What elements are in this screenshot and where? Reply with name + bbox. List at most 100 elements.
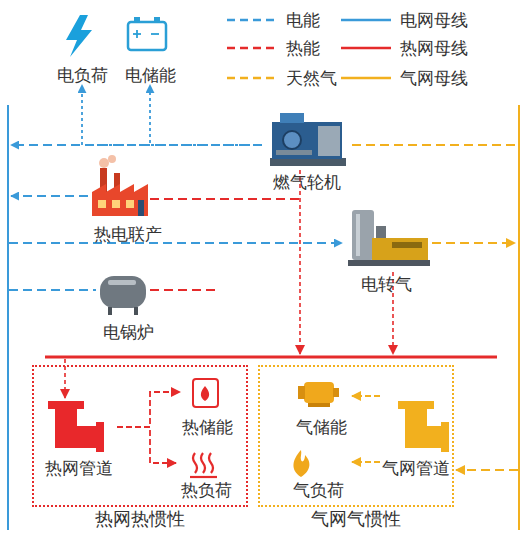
gas-storage-icon xyxy=(298,382,339,407)
pipe xyxy=(55,426,97,448)
battery-terminal xyxy=(154,17,160,22)
flame-icon xyxy=(293,450,309,477)
turbine-top xyxy=(280,113,304,123)
heat-storage-icon xyxy=(193,379,218,407)
legend-swatch xyxy=(226,37,278,59)
legend-item: 气网母线 xyxy=(340,67,468,89)
boiler-tank xyxy=(100,276,146,308)
machine-detail xyxy=(392,242,422,248)
pipe-flange xyxy=(48,401,84,409)
power-flow xyxy=(9,242,342,244)
legend: 电能 电网母线热能 热网母线天然气 气网母线 xyxy=(0,0,525,100)
smoke xyxy=(99,158,109,168)
gas-flow xyxy=(456,469,518,471)
storage-end xyxy=(298,386,305,399)
heat-pipe-icon xyxy=(48,401,104,452)
legend-line xyxy=(227,47,277,50)
column xyxy=(376,226,386,240)
legend-swatch xyxy=(226,67,278,89)
storage-base xyxy=(308,403,330,407)
battery-terminal xyxy=(134,17,140,22)
group-caption: 热网热惯性 xyxy=(34,508,246,530)
turbine-body xyxy=(272,122,342,159)
load-node: 电负荷 xyxy=(52,10,112,85)
pipe-flange xyxy=(441,422,449,452)
group-caption: 气网气惯性 xyxy=(260,508,452,530)
lightning-icon xyxy=(66,15,92,57)
gas-flow xyxy=(352,144,518,146)
node-label: 气网管道 xyxy=(382,458,450,478)
machine xyxy=(372,238,428,260)
storage-body xyxy=(304,382,334,403)
legend-item: 电能 xyxy=(226,9,320,31)
flow-connector xyxy=(352,395,380,397)
boiler-highlight xyxy=(108,280,136,285)
heat-flow xyxy=(299,170,301,354)
legend-item: 电网母线 xyxy=(340,9,468,31)
door xyxy=(138,200,144,216)
minus-sign xyxy=(151,33,159,35)
flow-connector xyxy=(150,85,262,145)
node-label: 气储能 xyxy=(296,417,347,437)
node-label: 热网管道 xyxy=(45,458,113,478)
boiler-node: 电锅炉 xyxy=(92,268,165,342)
heat-wave xyxy=(209,453,213,473)
tank-highlight xyxy=(356,214,360,256)
heat-storage-node: 热储能 xyxy=(180,375,235,437)
legend-label: 热能 xyxy=(286,37,320,59)
power-bus xyxy=(7,105,9,530)
flow-connector xyxy=(117,392,180,427)
heat-wave xyxy=(201,453,205,473)
node-label: 燃气轮机 xyxy=(273,172,341,192)
node-label: 热储能 xyxy=(182,417,233,437)
window xyxy=(112,200,120,208)
turbine-base xyxy=(270,158,346,166)
pipe xyxy=(405,426,443,448)
boiler-illustration xyxy=(100,276,146,315)
turbine-node: 燃气轮机 xyxy=(262,112,352,192)
smoke xyxy=(108,155,116,163)
power-flow xyxy=(11,195,88,197)
legend-line xyxy=(227,19,277,22)
boiler-leg xyxy=(108,307,112,315)
heat-wave xyxy=(193,453,197,473)
node-label: 热电联产 xyxy=(94,224,162,244)
plus-sign xyxy=(136,30,138,38)
legend-item: 天然气 xyxy=(226,67,337,89)
power-flow xyxy=(9,289,96,291)
legend-label: 气网母线 xyxy=(400,67,468,89)
flow-connector xyxy=(82,85,262,145)
node-label: 电转气 xyxy=(361,274,412,294)
tank xyxy=(352,210,374,260)
storage-node: 电储能 xyxy=(120,10,180,85)
flame xyxy=(201,386,209,401)
heat-flow xyxy=(150,198,300,200)
legend-swatch xyxy=(340,37,392,59)
legend-label: 热网母线 xyxy=(400,37,468,59)
gas-pipe-node: 气网管道 xyxy=(380,390,452,478)
gas-bus xyxy=(518,105,520,530)
window xyxy=(98,200,106,208)
legend-swatch xyxy=(340,9,392,31)
battery-icon xyxy=(128,17,166,50)
node-label: 电锅炉 xyxy=(103,322,154,342)
battery-body xyxy=(128,22,166,50)
p2g-node: 电转气 xyxy=(340,208,432,294)
heat-pipe-node: 热网管道 xyxy=(40,398,117,478)
gas-turbine-illustration xyxy=(270,113,346,166)
factory-building xyxy=(92,184,148,216)
pipe-flange xyxy=(398,401,434,409)
gas-flow xyxy=(432,242,515,244)
legend-label: 电网母线 xyxy=(400,9,468,31)
p2g-illustration xyxy=(348,210,430,266)
legend-item: 热能 xyxy=(226,37,320,59)
storage-box xyxy=(193,379,218,407)
heat-flow xyxy=(150,289,215,291)
legend-label: 天然气 xyxy=(286,67,337,89)
chp-node: 热电联产 xyxy=(88,160,168,244)
node-label: 气负荷 xyxy=(293,480,344,500)
pipe-flange xyxy=(96,422,104,452)
flow-connector xyxy=(352,461,380,463)
boiler-leg xyxy=(134,307,138,315)
